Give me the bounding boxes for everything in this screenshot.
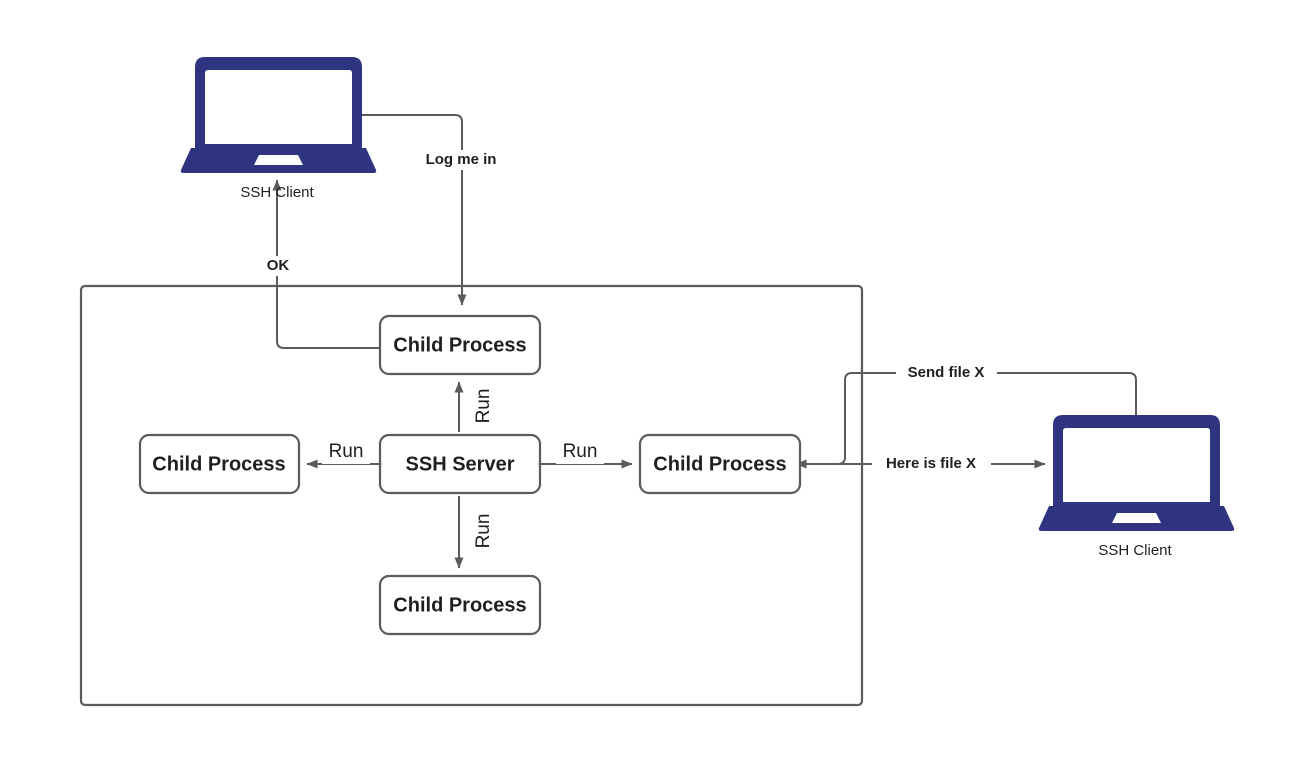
ssh-server-label: SSH Server — [406, 453, 515, 475]
edge-log-me-in — [358, 114, 467, 306]
edge-label-log-me-in: Log me in — [415, 150, 507, 170]
edge-ok — [272, 179, 380, 349]
edge-label-run-up: Run — [472, 381, 496, 431]
node-child-process-left[interactable] — [138, 433, 301, 495]
ssh-client-top-caption: SSH Client — [240, 184, 314, 201]
child-process-bottom-label: Child Process — [393, 594, 526, 616]
server-host-boundary — [79, 284, 864, 707]
run-right-text: Run — [563, 441, 598, 462]
child-process-top-label: Child Process — [393, 334, 526, 356]
edge-label-run-right: Run — [556, 440, 604, 464]
run-down-text: Run — [473, 514, 494, 549]
node-ssh-client-right[interactable]: SSH Client — [1038, 415, 1235, 559]
node-child-process-bottom[interactable] — [378, 574, 542, 636]
node-ssh-client-top[interactable]: SSH Client — [180, 57, 377, 201]
node-ssh-server[interactable] — [378, 433, 542, 495]
child-process-left-label: Child Process — [152, 453, 285, 475]
edge-label-ok: OK — [263, 256, 294, 276]
ssh-client-right-caption: SSH Client — [1098, 542, 1172, 559]
edge-label-send-file-x: Send file X — [896, 363, 997, 383]
here-is-file-x-text: Here is file X — [886, 455, 976, 472]
ok-text: OK — [267, 257, 290, 274]
edge-label-here-is-file-x: Here is file X — [872, 454, 991, 474]
laptop-icon — [180, 57, 377, 173]
run-left-text: Run — [329, 441, 364, 462]
node-child-process-top[interactable] — [378, 314, 542, 376]
send-file-x-text: Send file X — [908, 364, 985, 381]
edge-label-run-down: Run — [472, 506, 496, 556]
node-child-process-right[interactable] — [638, 433, 802, 495]
child-process-right-label: Child Process — [653, 453, 786, 475]
laptop-icon — [1038, 415, 1235, 531]
edge-label-run-left: Run — [322, 440, 370, 464]
run-up-text: Run — [473, 389, 494, 424]
log-me-in-text: Log me in — [426, 151, 497, 168]
